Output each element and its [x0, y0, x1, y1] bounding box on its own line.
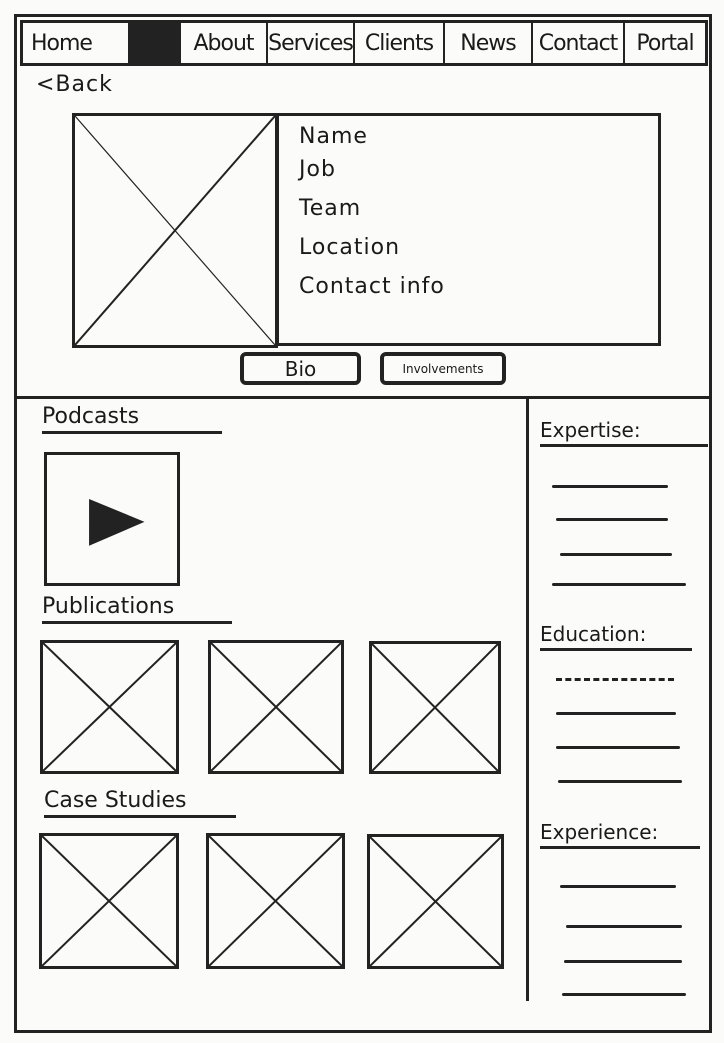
nav-home[interactable]: Home	[23, 23, 130, 63]
placeholder-line	[556, 678, 674, 681]
nav-active-block[interactable]	[130, 23, 181, 63]
publication-thumbnail[interactable]	[40, 640, 179, 774]
placeholder-line	[556, 518, 668, 521]
nav-portal[interactable]: Portal	[636, 30, 694, 56]
placeholder-line	[564, 960, 682, 963]
case-study-thumbnail[interactable]	[206, 833, 345, 969]
bio-button[interactable]: Bio	[240, 352, 361, 385]
section-divider	[14, 396, 712, 399]
placeholder-line	[552, 485, 668, 488]
podcasts-heading: Podcasts	[42, 404, 222, 434]
involvements-button[interactable]: Involvements	[380, 352, 506, 385]
nav-contact[interactable]: Contact	[533, 23, 625, 63]
play-icon	[89, 498, 145, 546]
placeholder-line	[566, 925, 682, 928]
back-link[interactable]: <Back	[36, 72, 113, 97]
profile-image-placeholder	[72, 113, 278, 348]
placeholder-line	[556, 746, 680, 749]
profile-location: Location	[299, 235, 401, 260]
placeholder-line	[558, 780, 682, 783]
case-study-thumbnail[interactable]	[39, 833, 179, 969]
nav-news[interactable]: News	[445, 23, 533, 63]
case-studies-heading: Case Studies	[44, 788, 236, 818]
sidebar-divider	[526, 397, 529, 1001]
profile-contact-info: Contact info	[299, 274, 445, 299]
profile-name: Name	[299, 124, 368, 149]
publication-thumbnail[interactable]	[208, 640, 344, 774]
placeholder-line	[552, 583, 686, 586]
page-frame	[14, 14, 712, 1033]
placeholder-line	[560, 553, 672, 556]
placeholder-line	[556, 712, 676, 715]
publications-heading: Publications	[42, 594, 232, 624]
placeholder-line	[562, 993, 686, 996]
experience-heading: Experience:	[540, 820, 700, 849]
placeholder-line	[560, 885, 676, 888]
nav-about[interactable]: About	[181, 23, 268, 63]
profile-team: Team	[299, 196, 362, 221]
education-heading: Education:	[540, 622, 692, 651]
case-study-thumbnail[interactable]	[367, 834, 504, 969]
profile-info-box: Name Job Team Location Contact info	[276, 113, 661, 346]
nav-bar: Home About Services Clients News Contact…	[20, 20, 708, 66]
profile-job: Job	[299, 157, 336, 182]
publication-thumbnail[interactable]	[369, 641, 501, 774]
expertise-heading: Expertise:	[540, 418, 708, 447]
nav-clients[interactable]: Clients	[355, 23, 445, 63]
nav-services[interactable]: Services	[268, 23, 355, 63]
podcast-player[interactable]	[44, 452, 180, 586]
